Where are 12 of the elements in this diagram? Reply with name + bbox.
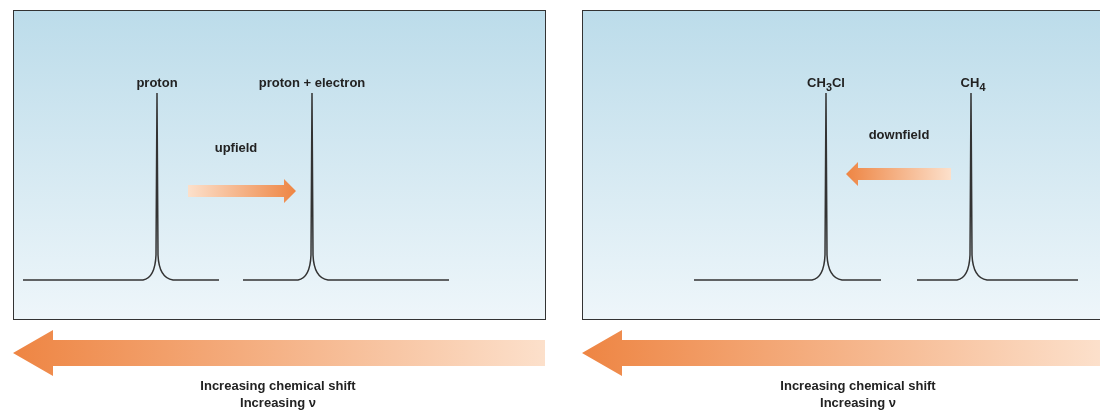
axis-caption: Increasing ν [820, 395, 896, 410]
axis-caption: Increasing chemical shift [200, 378, 356, 393]
shift-label: downfield [868, 127, 930, 142]
axis-caption: Increasing ν [240, 395, 316, 410]
axis-caption: Increasing chemical shift [780, 378, 936, 393]
peak-label: proton + electron [258, 75, 366, 90]
peak-label: proton [136, 75, 178, 90]
peak-label: CH$_{4}$ [960, 75, 986, 93]
spectrum-panel [582, 10, 1100, 320]
spectrum-panel [13, 10, 546, 320]
peak-label: CH$_{3}$Cl [807, 75, 845, 93]
shift-label: upfield [214, 140, 258, 155]
